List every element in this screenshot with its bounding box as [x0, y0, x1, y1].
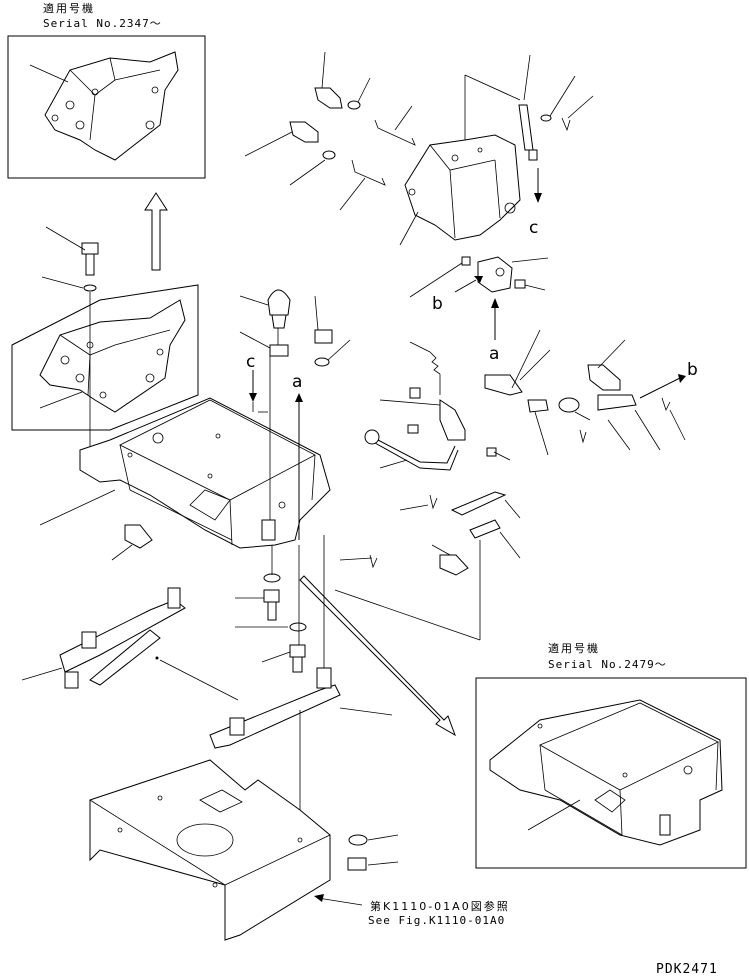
label-c-top: c	[529, 218, 539, 238]
lever-assembly	[364, 329, 686, 471]
rail-assembly-left	[21, 587, 239, 701]
floor-base-plate	[89, 759, 331, 941]
top-inset-serial: Serial No.2347～	[43, 17, 162, 30]
right-inset-heading: 適用号機	[548, 642, 600, 655]
arrow-a-box	[295, 393, 303, 540]
reference-en: See Fig.K1110-01A0	[368, 914, 506, 927]
reference-leader	[314, 894, 363, 906]
base-fasteners	[347, 834, 399, 871]
spring-rod	[518, 54, 594, 203]
pivot-block	[409, 256, 549, 340]
drawing-code: PDK2471	[656, 962, 718, 977]
top-inset-heading: 適用号機	[43, 2, 95, 15]
label-b-right: b	[687, 360, 698, 380]
bolt-left	[111, 524, 153, 561]
rail-assembly-center	[209, 667, 393, 810]
arrow-to-right-inset	[299, 575, 456, 737]
assembly-arrow-up	[144, 192, 168, 271]
right-inset-serial: Serial No.2479～	[548, 658, 667, 671]
left-bracket-group	[11, 226, 199, 458]
arrow-c-box	[249, 370, 268, 413]
clip-and-bolt	[334, 491, 521, 641]
label-b-left: b	[432, 294, 443, 314]
top-inset-frame	[7, 35, 206, 179]
label-c-box: c	[246, 352, 256, 372]
linkage-bracket	[399, 74, 521, 246]
reference-jp: 第K1110-01A0図参照	[370, 900, 510, 913]
label-a-right: a	[489, 344, 500, 364]
knob-and-nuts	[239, 289, 351, 520]
lower-fasteners	[235, 535, 325, 690]
main-control-box	[39, 397, 331, 549]
top-pins	[244, 51, 416, 211]
right-inset-frame	[475, 677, 747, 869]
label-a-box: a	[292, 372, 303, 392]
